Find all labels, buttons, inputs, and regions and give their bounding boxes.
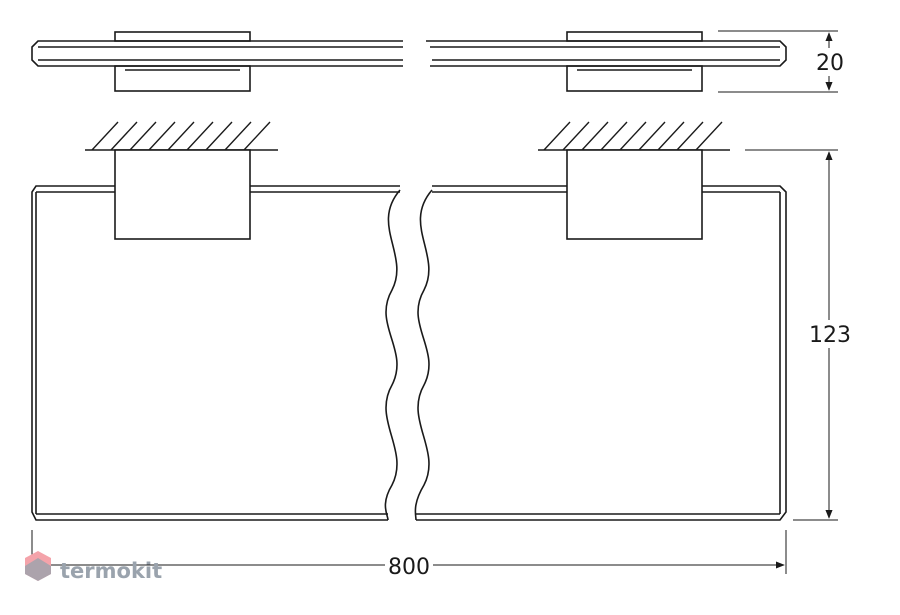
top-shelf-right — [426, 40, 787, 67]
dimension-lines — [31, 30, 838, 574]
top-shelf-left — [31, 40, 403, 67]
termokit-logo-icon — [25, 551, 51, 581]
front-right-bracket — [566, 149, 703, 240]
hatch-stroke — [186, 121, 214, 151]
hatch-stroke — [110, 121, 138, 151]
top-left-bracket-back — [114, 31, 251, 42]
hatch-stroke — [543, 121, 571, 151]
front-view — [31, 149, 787, 521]
dimension-label-123: 123 — [809, 323, 851, 348]
hatch-stroke — [657, 121, 685, 151]
front-left-bracket — [114, 149, 251, 240]
break-line-left — [384, 189, 401, 521]
hatch-stroke — [695, 121, 723, 151]
dimension-label-800: 800 — [388, 555, 430, 580]
top-right-bracket-back — [566, 31, 703, 42]
hatch-stroke — [243, 121, 271, 151]
hatch-stroke — [676, 121, 704, 151]
glass-panel-left — [31, 185, 400, 521]
hatch-stroke — [167, 121, 195, 151]
hatch-stroke — [638, 121, 666, 151]
hatch-stroke — [581, 121, 609, 151]
hatch-stroke — [91, 121, 119, 151]
wall-hatch-left — [91, 121, 271, 151]
termokit-watermark: termokit — [25, 551, 162, 583]
top-view — [31, 31, 787, 92]
hatch-stroke — [224, 121, 252, 151]
watermark-text: termokit — [60, 559, 162, 583]
hatch-stroke — [600, 121, 628, 151]
wall-hatch-right — [543, 121, 723, 151]
hatch-stroke — [205, 121, 233, 151]
dimension-label-20: 20 — [816, 51, 844, 76]
wall-hatching — [85, 121, 730, 151]
break-line-right — [414, 189, 433, 521]
hatch-stroke — [148, 121, 176, 151]
hatch-stroke — [562, 121, 590, 151]
glass-panel-right — [416, 185, 787, 521]
hatch-stroke — [619, 121, 647, 151]
hatch-stroke — [129, 121, 157, 151]
